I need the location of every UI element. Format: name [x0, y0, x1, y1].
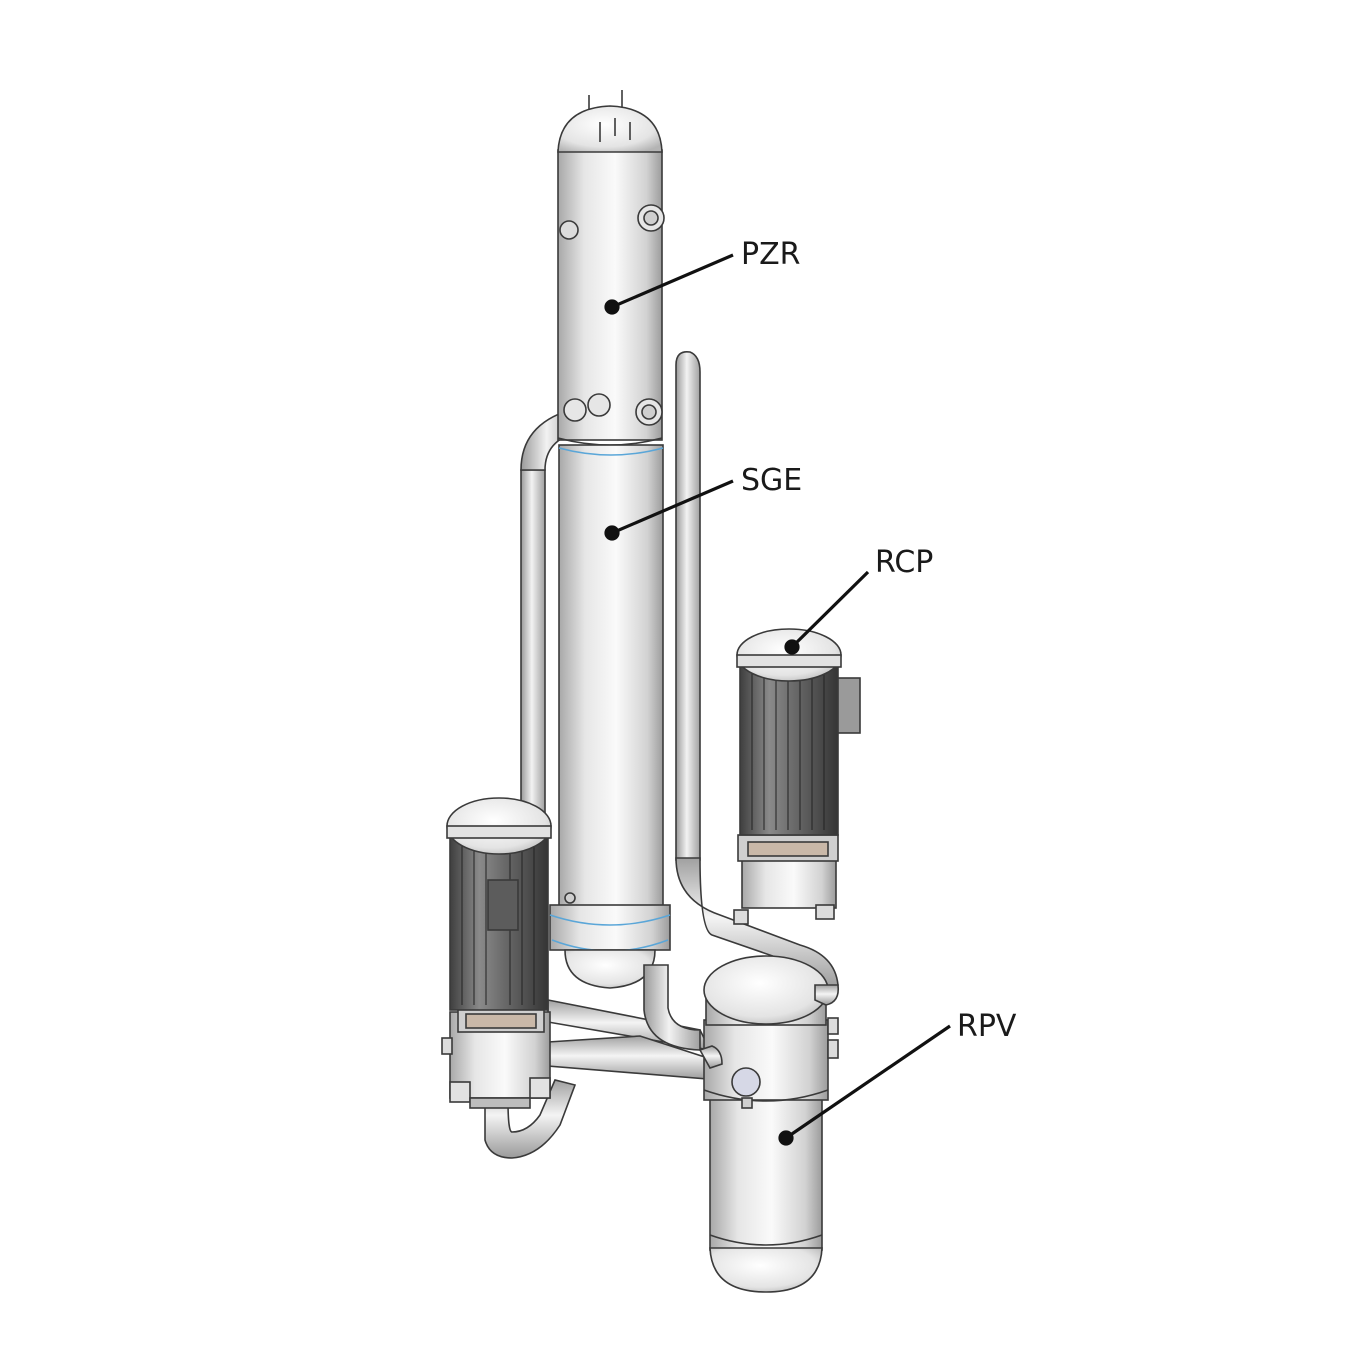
- pzr-leader-dot: [604, 299, 620, 315]
- rpv-label: RPV: [957, 1009, 1017, 1044]
- rcp-label: RCP: [875, 545, 934, 580]
- rpv-leader-dot: [778, 1130, 794, 1146]
- rcp-leader-line: [790, 570, 870, 649]
- rcp-right: [733, 628, 861, 925]
- right-vertical-pipe: [675, 350, 701, 861]
- left-vertical-pipe: [520, 469, 546, 831]
- rpv-leader-line: [785, 1024, 951, 1140]
- rpv-vessel: [703, 955, 839, 1293]
- sge-label: SGE: [741, 463, 803, 498]
- sge-vessel: [549, 444, 671, 989]
- rpv-outlet-pipe: [698, 1045, 723, 1069]
- rcp-leader-dot: [784, 639, 800, 655]
- rpv-inlet-pipe: [814, 984, 840, 1006]
- pzr-vessel: [557, 90, 665, 446]
- sge-leader-line: [611, 479, 734, 535]
- pzr-label: PZR: [741, 237, 801, 272]
- rcp-left: [441, 797, 552, 1109]
- sge-leader-dot: [604, 525, 620, 541]
- pzr-leader-line: [611, 253, 734, 309]
- bottom-u-pipe: [484, 1079, 577, 1159]
